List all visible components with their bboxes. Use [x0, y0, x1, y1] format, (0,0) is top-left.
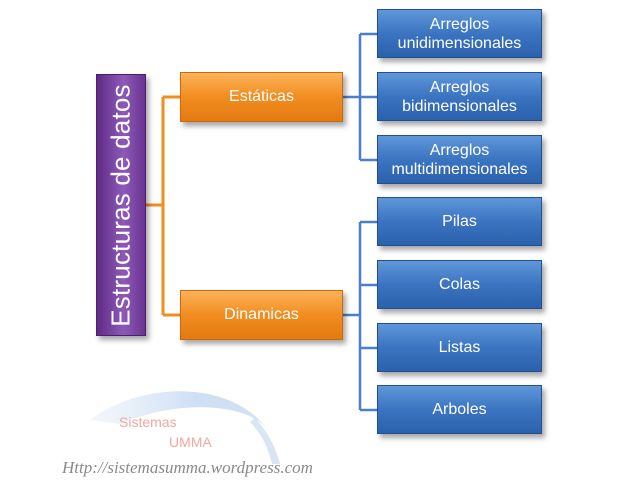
connector-root-to-categories: [146, 95, 180, 317]
category-node-estaticas: Estáticas: [180, 72, 343, 122]
leaf-label: Listas: [438, 339, 481, 356]
connector-dinamicas-to-leaves: [343, 220, 377, 412]
watermark: Sistemas UMMA Http://sistemasumma.wordpr…: [0, 360, 360, 501]
leaf-label-line1: Arreglos: [429, 78, 490, 96]
root-node-label: Estructuras de datos: [105, 83, 136, 327]
leaf-label: Arboles: [432, 401, 487, 418]
category-label-dinamicas: Dinamicas: [224, 306, 299, 323]
watermark-line-sistemas: Sistemas: [119, 414, 177, 430]
leaf-node-arreglos-bidimensionales: Arreglos bidimensionales: [377, 72, 542, 121]
leaf-label-line2: multidimensionales: [391, 160, 528, 178]
watermark-url: Http://sistemasumma.wordpress.com: [62, 458, 313, 477]
leaf-label-line2: bidimensionales: [402, 97, 517, 115]
watermark-arc-logo: [90, 391, 280, 464]
leaf-node-colas: Colas: [377, 260, 542, 309]
category-label-estaticas: Estáticas: [229, 88, 294, 105]
leaf-node-arreglos-multidimensionales: Arreglos multidimensionales: [377, 135, 542, 184]
leaf-label: Pilas: [442, 213, 477, 230]
leaf-label-line2: unidimensionales: [397, 34, 522, 52]
leaf-node-arreglos-unidimensionales: Arreglos unidimensionales: [377, 9, 542, 58]
leaf-node-arboles: Arboles: [377, 385, 542, 434]
leaf-node-pilas: Pilas: [377, 197, 542, 246]
category-node-dinamicas: Dinamicas: [180, 290, 343, 340]
connector-estaticas-to-leaves: [343, 32, 377, 162]
watermark-line-umma: UMMA: [169, 434, 212, 450]
leaf-label-line1: Arreglos: [429, 141, 490, 159]
leaf-label: Colas: [439, 276, 480, 293]
leaf-label-line1: Arreglos: [429, 15, 490, 33]
root-node-estructuras-de-datos: Estructuras de datos: [96, 74, 146, 336]
leaf-node-listas: Listas: [377, 323, 542, 372]
